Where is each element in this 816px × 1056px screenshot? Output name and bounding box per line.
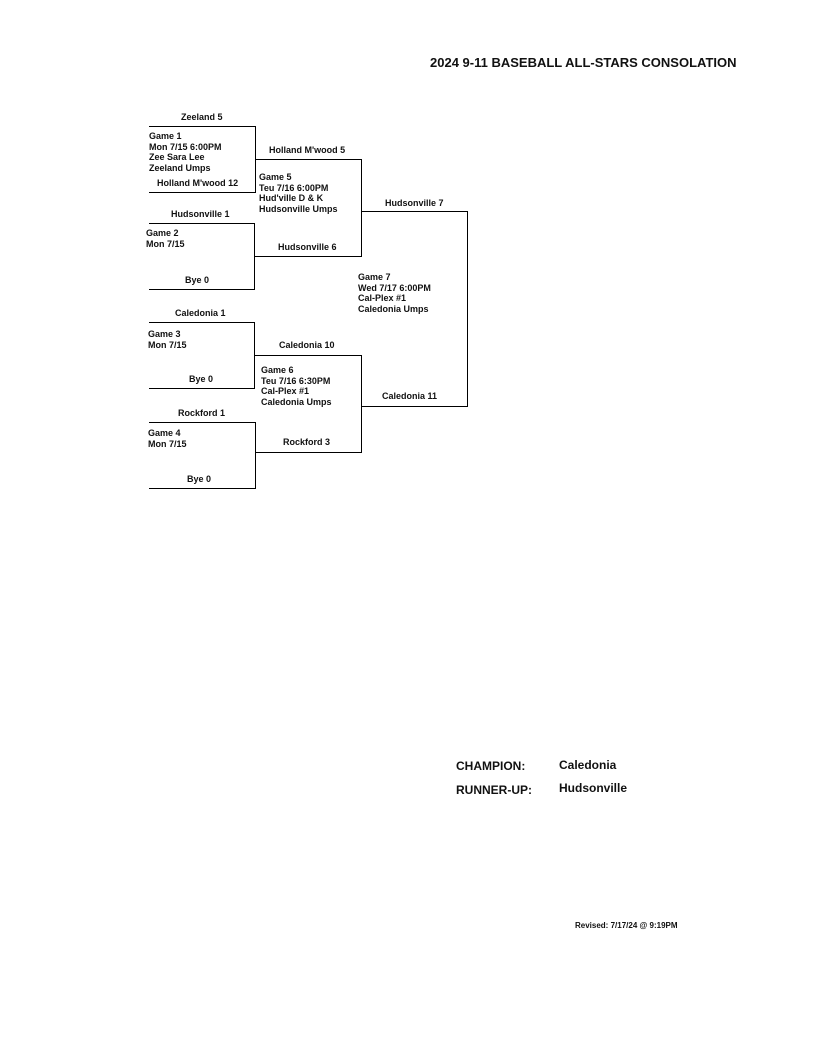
game5-bottom-line xyxy=(255,256,362,257)
game6-label: Game 6 xyxy=(261,365,294,375)
game1-umps: Zeeland Umps xyxy=(149,162,211,173)
game7-top-team: Hudsonville 7 xyxy=(385,198,444,208)
game7-bottom-line xyxy=(361,406,468,407)
champion-label: CHAMPION: xyxy=(456,759,526,773)
game5-top-line xyxy=(256,159,362,160)
game5-umps: Hudsonville Umps xyxy=(259,203,338,214)
game2-info: Game 2 Mon 7/15 xyxy=(146,228,185,249)
game6-top-line xyxy=(255,355,362,356)
game7-connector xyxy=(467,211,468,407)
game7-field: Cal-Plex #1 xyxy=(358,293,407,304)
game5-connector xyxy=(361,159,362,257)
game3-top-line xyxy=(149,322,255,323)
runner-up-value: Hudsonville xyxy=(559,781,628,795)
game3-bottom-line xyxy=(149,388,255,389)
game4-info: Game 4 Mon 7/15 xyxy=(148,428,187,449)
game6-info: Game 6 Teu 7/16 6:30PM Cal-Plex #1 Caled… xyxy=(261,365,332,407)
revised-timestamp: Revised: 7/17/24 @ 9:19PM xyxy=(575,921,678,930)
game6-umps: Caledonia Umps xyxy=(261,396,332,407)
page-title: 2024 9-11 BASEBALL ALL-STARS CONSOLATION xyxy=(430,55,737,70)
game7-label: Game 7 xyxy=(358,272,391,282)
game3-top-team: Caledonia 1 xyxy=(175,308,226,318)
game4-bottom-line xyxy=(149,488,256,489)
game3-label: Game 3 xyxy=(148,329,181,339)
game4-top-team: Rockford 1 xyxy=(178,408,226,418)
game2-bottom-line xyxy=(149,289,255,290)
game4-connector xyxy=(255,422,256,489)
game5-label: Game 5 xyxy=(259,172,292,182)
game7-info: Game 7 Wed 7/17 6:00PM Cal-Plex #1 Caled… xyxy=(358,272,431,314)
game1-top-team: Zeeland 5 xyxy=(181,112,223,122)
game2-bottom-team: Bye 0 xyxy=(185,275,210,285)
game6-top-team: Caledonia 10 xyxy=(279,340,335,350)
game4-bottom-team: Bye 0 xyxy=(187,474,212,484)
game2-top-team: Hudsonville 1 xyxy=(171,209,230,219)
game1-field: Zee Sara Lee xyxy=(149,152,205,163)
game4-label: Game 4 xyxy=(148,428,181,438)
game1-connector xyxy=(255,126,256,193)
game6-bottom-line xyxy=(256,452,362,453)
game5-bottom-team: Hudsonville 6 xyxy=(278,242,337,252)
game7-bottom-team: Caledonia 11 xyxy=(382,391,438,401)
game4-date: Mon 7/15 xyxy=(148,438,187,449)
runner-up-label: RUNNER-UP: xyxy=(456,783,532,797)
game5-info: Game 5 Teu 7/16 6:00PM Hud'ville D & K H… xyxy=(259,172,338,214)
game3-date: Mon 7/15 xyxy=(148,339,187,350)
game3-info: Game 3 Mon 7/15 xyxy=(148,329,187,350)
game1-label: Game 1 xyxy=(149,131,182,141)
game7-top-line xyxy=(361,211,468,212)
game3-connector xyxy=(254,322,255,389)
game1-bottom-line xyxy=(149,192,256,193)
game7-date: Wed 7/17 6:00PM xyxy=(358,282,431,293)
game6-date: Teu 7/16 6:30PM xyxy=(261,375,331,386)
game2-label: Game 2 xyxy=(146,228,179,238)
game5-field: Hud'ville D & K xyxy=(259,193,324,204)
game6-connector xyxy=(361,355,362,453)
game4-top-line xyxy=(149,422,256,423)
champion-value: Caledonia xyxy=(559,758,617,772)
game5-top-team: Holland M'wood 5 xyxy=(269,145,346,155)
game2-top-line xyxy=(149,223,255,224)
game6-bottom-team: Rockford 3 xyxy=(283,437,331,447)
game2-date: Mon 7/15 xyxy=(146,238,185,249)
game1-bottom-team: Holland M'wood 12 xyxy=(157,178,239,188)
game2-connector xyxy=(254,223,255,290)
game1-top-line xyxy=(149,126,256,127)
game6-field: Cal-Plex #1 xyxy=(261,386,310,397)
game3-bottom-team: Bye 0 xyxy=(189,374,214,384)
game1-info: Game 1 Mon 7/15 6:00PM Zee Sara Lee Zeel… xyxy=(149,131,222,173)
game7-umps: Caledonia Umps xyxy=(358,303,429,314)
game1-date: Mon 7/15 6:00PM xyxy=(149,141,222,152)
game5-date: Teu 7/16 6:00PM xyxy=(259,182,329,193)
